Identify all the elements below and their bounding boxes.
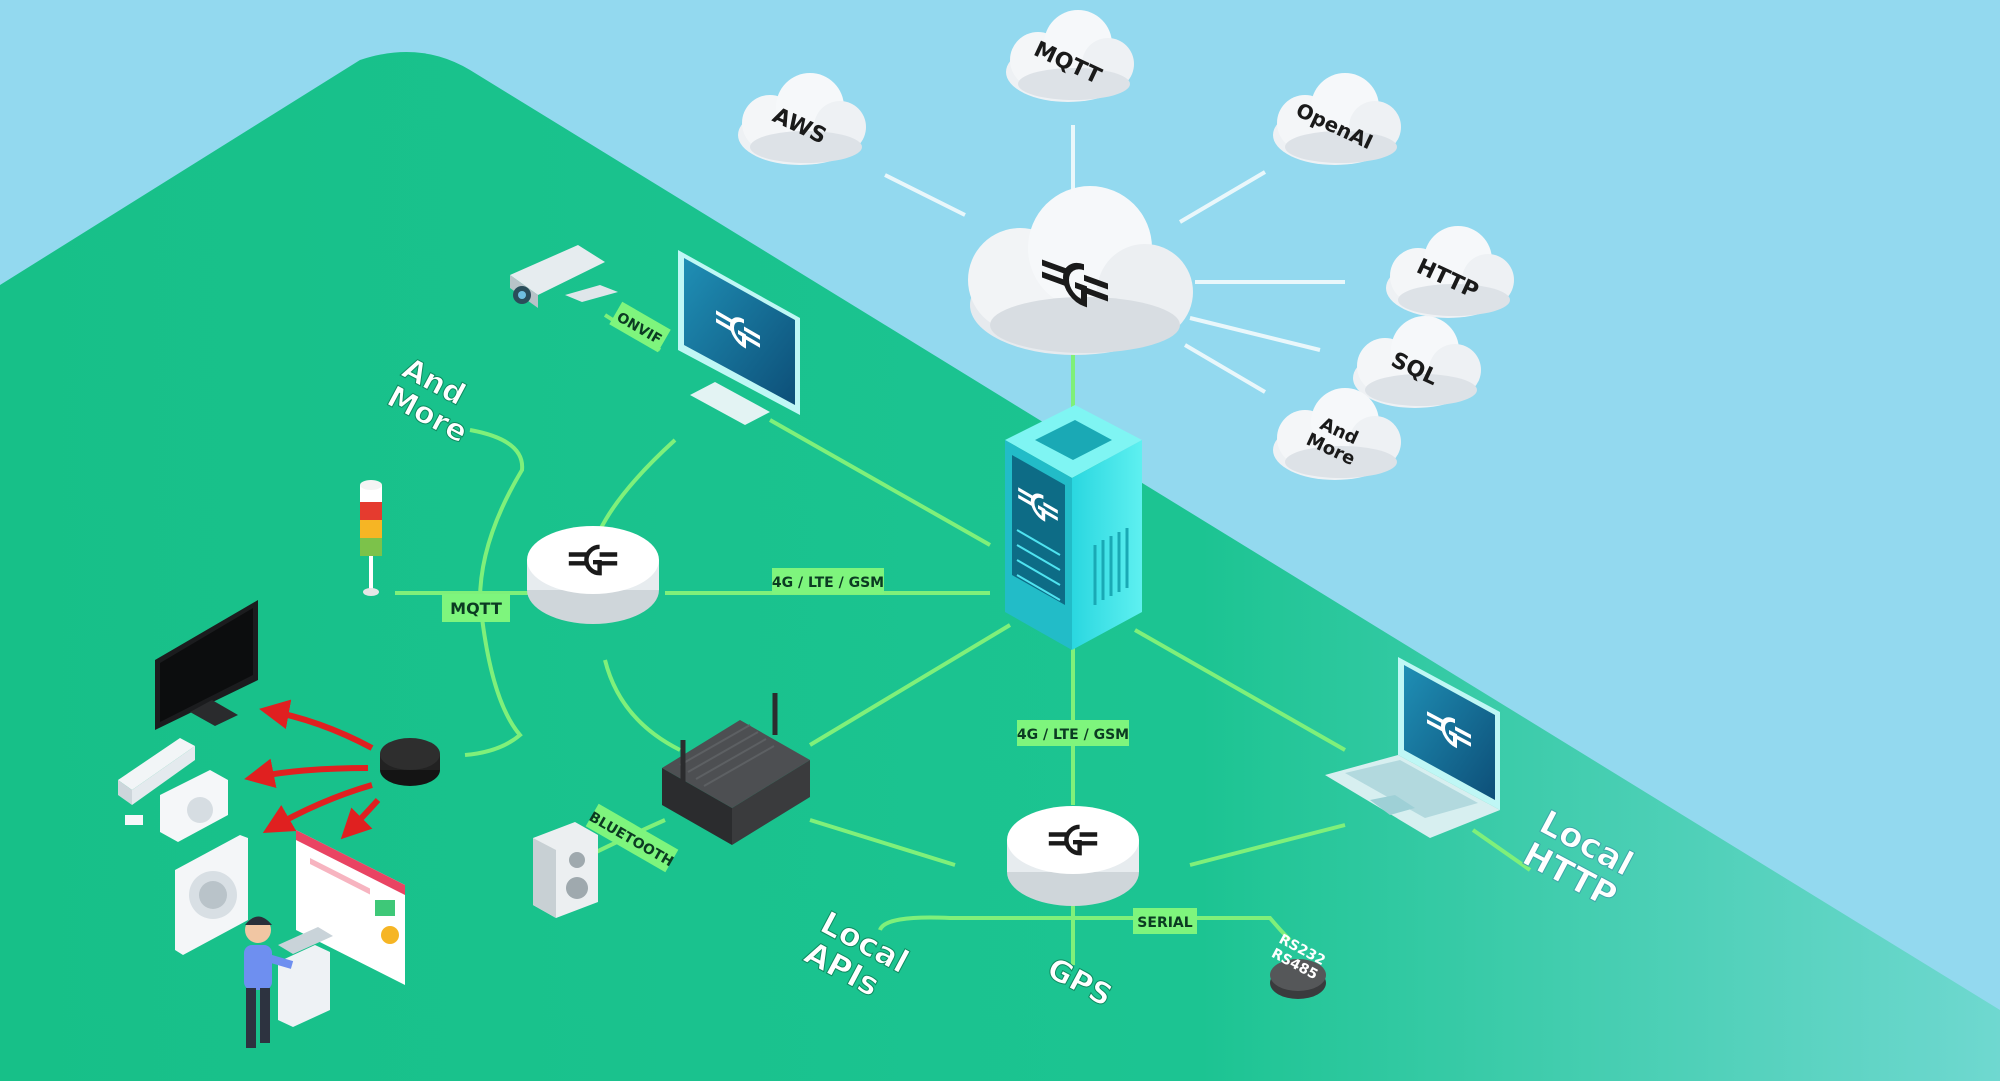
link-hub2-laptop: [1189, 823, 1346, 867]
link-hub-monitor: [598, 438, 677, 531]
tag-cell-bottom-label: 4G / LTE / GSM: [1017, 727, 1129, 743]
cloud-openai: OpenAI: [1273, 73, 1401, 165]
tag-cell-top: 4G / LTE / GSM: [772, 568, 884, 594]
tag-serial-label: SERIAL: [1137, 915, 1192, 931]
link-router-server: [808, 623, 1012, 747]
web-dashboard-icon: [296, 830, 405, 985]
cloud-and-more: And More: [1273, 388, 1401, 480]
ir-arrows: [244, 699, 381, 840]
cloud-http: HTTP: [1386, 226, 1514, 318]
cloud-spokes: [884, 125, 1345, 394]
cloud-sql: SQL: [1353, 316, 1481, 408]
main-cloud: [968, 186, 1193, 355]
speaker-icon: [533, 822, 598, 918]
tag-cell-top-label: 4G / LTE / GSM: [772, 575, 884, 591]
tag-mqtt-label: MQTT: [450, 599, 502, 618]
serial-puck-icon: [1270, 959, 1326, 999]
gateway-hub-icon: [527, 526, 659, 624]
person-at-computer-icon: [244, 916, 333, 1048]
security-camera-icon: [510, 245, 618, 308]
link-monitor-server: [769, 418, 991, 547]
signal-tower-light-icon: [360, 480, 382, 596]
tag-serial: SERIAL: [1133, 908, 1197, 934]
link-server-laptop: [1134, 628, 1346, 752]
ground-plane: [0, 52, 2000, 1081]
tag-cell-bottom: 4G / LTE / GSM: [1017, 720, 1129, 746]
tag-mqtt: MQTT: [442, 594, 510, 622]
link-hub-router: [603, 659, 681, 752]
link-laptop-localhttp: [1471, 828, 1532, 872]
cloud-mqtt: MQTT: [1006, 10, 1134, 102]
router-icon: [662, 693, 810, 845]
air-conditioner-icon: [118, 738, 248, 955]
cloud-aws: AWS: [738, 73, 866, 165]
gateway-hub-icon-2: [1007, 806, 1139, 906]
server-tower-icon: [1005, 405, 1142, 650]
laptop-icon: [1325, 657, 1500, 838]
desktop-monitor-icon: [678, 250, 800, 425]
tv-icon: [155, 600, 258, 730]
link-router-hub2: [809, 818, 956, 867]
link-hub2-bottom: [878, 915, 1292, 942]
ir-blaster-icon: [380, 738, 440, 786]
